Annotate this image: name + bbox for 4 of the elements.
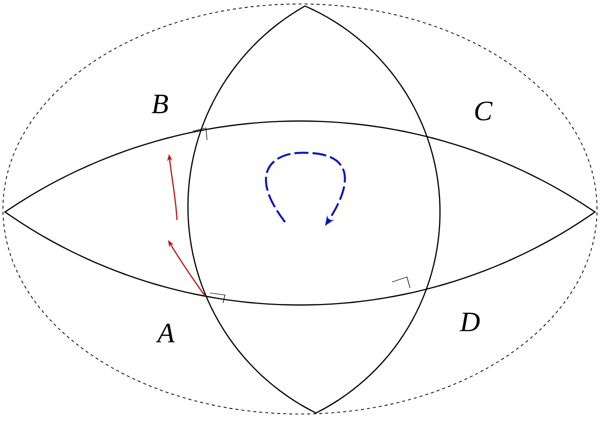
point-label: C	[475, 102, 493, 120]
point-label: A	[156, 324, 175, 342]
point-label: D	[460, 312, 480, 332]
point-label: B	[152, 94, 168, 114]
